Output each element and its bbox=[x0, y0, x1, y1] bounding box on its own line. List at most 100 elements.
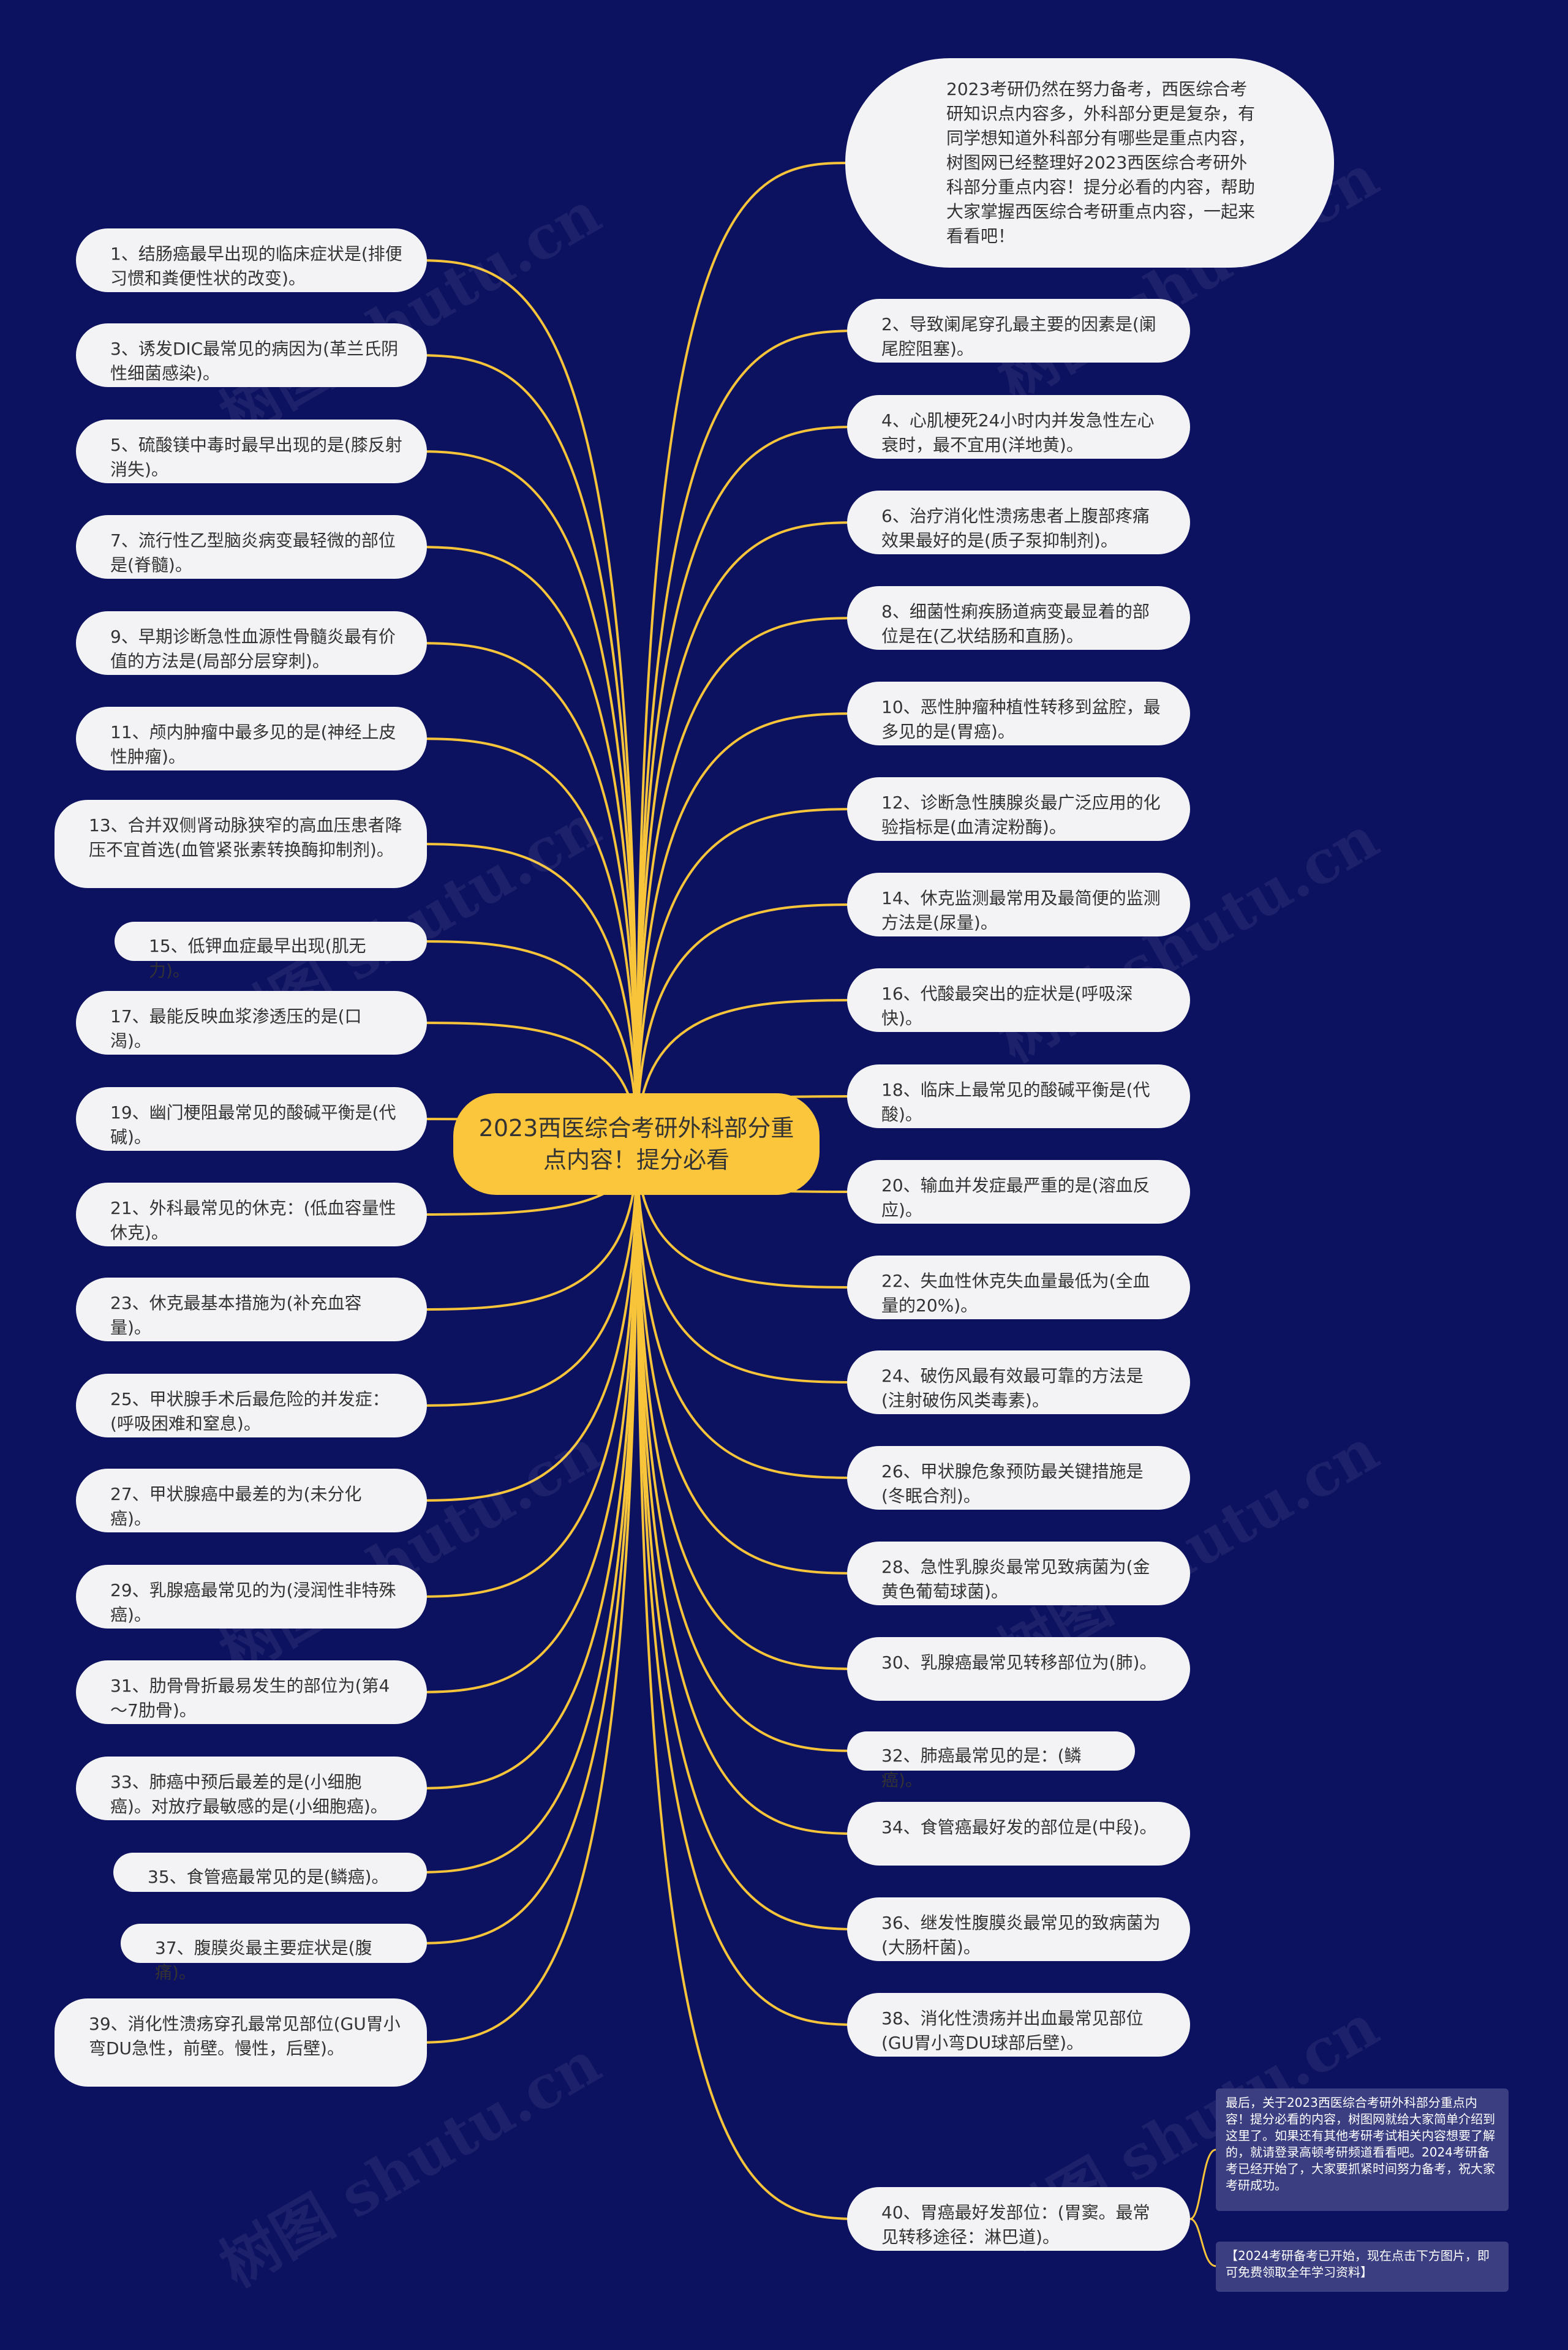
left-branch-item[interactable]: 5、硫酸镁中毒时最早出现的是(膝反射消失)。 bbox=[76, 420, 427, 483]
right-branch-item[interactable]: 28、急性乳腺炎最常见致病菌为(金黄色葡萄球菌)。 bbox=[847, 1542, 1190, 1605]
right-branch-item-text: 14、休克监测最常用及最简便的监测方法是(尿量)。 bbox=[881, 888, 1161, 933]
left-branch-item[interactable]: 21、外科最常见的休克：(低血容量性休克)。 bbox=[76, 1183, 427, 1246]
left-branch-item-text: 27、甲状腺癌中最差的为(未分化癌)。 bbox=[110, 1484, 362, 1529]
left-branch-item-text: 3、诱发DIC最常见的病因为(革兰氏阴性细菌感染)。 bbox=[110, 339, 399, 383]
left-connector bbox=[408, 259, 638, 1146]
left-branch-item[interactable]: 35、食管癌最常见的是(鳞癌)。 bbox=[113, 1853, 427, 1892]
left-branch-item-text: 1、结肠癌最早出现的临床症状是(排便习惯和粪便性状的改变)。 bbox=[110, 244, 402, 288]
right-branch-item-text: 24、破伤风最有效最可靠的方法是(注射破伤风类毒素)。 bbox=[881, 1366, 1144, 1410]
right-branch-item[interactable]: 22、失血性休克失血量最低为(全血量的20%)。 bbox=[847, 1256, 1190, 1319]
left-branch-item[interactable]: 17、最能反映血浆渗透压的是(口渴)。 bbox=[76, 991, 427, 1055]
right-branch-item-text: 20、输血并发症最严重的是(溶血反应)。 bbox=[881, 1175, 1150, 1220]
right-branch-item[interactable]: 16、代酸最突出的症状是(呼吸深快)。 bbox=[847, 968, 1190, 1032]
left-connector bbox=[408, 1145, 638, 1311]
right-branch-item-text: 10、恶性肿瘤种植性转移到盆腔，最多见的是(胃癌)。 bbox=[881, 697, 1161, 742]
right-branch-item-text: 4、心肌梗死24小时内并发急性左心衰时，最不宜用(洋地黄)。 bbox=[881, 410, 1155, 455]
right-branch-item-text: 36、继发性腹膜炎最常见的致病菌为(大肠杆菌)。 bbox=[881, 1913, 1161, 1957]
right-branch-item[interactable]: 40、胃癌最好发部位：(胃窦。最常见转移途径：淋巴道)。 bbox=[847, 2187, 1190, 2251]
left-connector bbox=[408, 1145, 638, 2044]
left-branch-item-text: 33、肺癌中预后最差的是(小细胞癌)。对放疗最敏感的是(小细胞癌)。 bbox=[110, 1772, 388, 1817]
left-branch-item[interactable]: 7、流行性乙型脑炎病变最轻微的部位是(脊髓)。 bbox=[76, 515, 427, 579]
left-branch-item[interactable]: 31、肋骨骨折最易发生的部位为(第4～7肋骨)。 bbox=[76, 1660, 427, 1724]
left-branch-item[interactable]: 3、诱发DIC最常见的病因为(革兰氏阴性细菌感染)。 bbox=[76, 323, 427, 387]
left-branch-item[interactable]: 29、乳腺癌最常见的为(浸润性非特殊癌)。 bbox=[76, 1565, 427, 1629]
right-connector bbox=[636, 330, 866, 1146]
left-branch-item[interactable]: 33、肺癌中预后最差的是(小细胞癌)。对放疗最敏感的是(小细胞癌)。 bbox=[76, 1757, 427, 1820]
central-topic-node[interactable]: 2023西医综合考研外科部分重点内容！提分必看 bbox=[453, 1093, 820, 1195]
left-connector bbox=[408, 1145, 638, 1407]
right-connector bbox=[636, 521, 866, 1146]
right-branch-item[interactable]: 38、消化性溃疡并出血最常见部位(GU胃小弯DU球部后壁)。 bbox=[847, 1993, 1190, 2057]
left-branch-item-text: 7、流行性乙型脑炎病变最轻微的部位是(脊髓)。 bbox=[110, 530, 396, 575]
right-branch-item[interactable]: 2、导致阑尾穿孔最主要的因素是(阑尾腔阻塞)。 bbox=[847, 299, 1190, 363]
left-connector bbox=[408, 354, 638, 1146]
right-connector bbox=[636, 712, 866, 1146]
right-branch-item-text: 6、治疗消化性溃疡患者上腹部疼痛效果最好的是(质子泵抑制剂)。 bbox=[881, 506, 1150, 551]
left-connector bbox=[408, 450, 638, 1146]
left-branch-item[interactable]: 15、低钾血症最早出现(肌无力)。 bbox=[115, 922, 427, 981]
right-branch-item[interactable]: 4、心肌梗死24小时内并发急性左心衰时，最不宜用(洋地黄)。 bbox=[847, 395, 1190, 459]
left-branch-item-text: 35、食管癌最常见的是(鳞癌)。 bbox=[148, 1867, 389, 1887]
right-branch-item[interactable]: 6、治疗消化性溃疡患者上腹部疼痛效果最好的是(质子泵抑制剂)。 bbox=[847, 491, 1190, 554]
right-branch-item-text: 22、失血性休克失血量最低为(全血量的20%)。 bbox=[881, 1271, 1150, 1316]
left-branch-item-text: 17、最能反映血浆渗透压的是(口渴)。 bbox=[110, 1006, 362, 1051]
right-branch-item[interactable]: 18、临床上最常见的酸碱平衡是(代酸)。 bbox=[847, 1064, 1190, 1128]
right-branch-item-text: 16、代酸最突出的症状是(呼吸深快)。 bbox=[881, 984, 1133, 1028]
left-branch-item-text: 9、早期诊断急性血源性骨髓炎最有价值的方法是(局部分层穿刺)。 bbox=[110, 627, 396, 671]
right-branch-item[interactable]: 14、休克监测最常用及最简便的监测方法是(尿量)。 bbox=[847, 873, 1190, 936]
right-branch-item[interactable]: 36、继发性腹膜炎最常见的致病菌为(大肠杆菌)。 bbox=[847, 1897, 1190, 1961]
right-branch-item[interactable]: 8、细菌性痢疾肠道病变最显着的部位是在(乙状结肠和直肠)。 bbox=[847, 586, 1190, 650]
right-branch-item-text: 18、临床上最常见的酸碱平衡是(代酸)。 bbox=[881, 1080, 1150, 1124]
right-connector bbox=[636, 1145, 866, 1930]
right-connector bbox=[636, 1145, 866, 1575]
left-branch-item[interactable]: 13、合并双侧肾动脉狭窄的高血压患者降压不宜首选(血管紧张素转换酶抑制剂)。 bbox=[55, 800, 427, 888]
left-branch-item[interactable]: 39、消化性溃疡穿孔最常见部位(GU胃小弯DU急性，前壁。慢性，后壁)。 bbox=[55, 1998, 427, 2087]
right-connector bbox=[636, 1145, 866, 1289]
left-branch-item-text: 39、消化性溃疡穿孔最常见部位(GU胃小弯DU急性，前壁。慢性，后壁)。 bbox=[89, 2014, 401, 2058]
right-branch-item[interactable]: 32、肺癌最常见的是：(鳞癌)。 bbox=[847, 1731, 1135, 1790]
right-branch-item-text: 8、细菌性痢疾肠道病变最显着的部位是在(乙状结肠和直肠)。 bbox=[881, 601, 1150, 646]
left-connector bbox=[408, 1145, 638, 1502]
right-branch-item-text: 26、甲状腺危象预防最关键措施是(冬眠合剂)。 bbox=[881, 1461, 1144, 1506]
left-branch-item[interactable]: 19、幽门梗阻最常见的酸碱平衡是(代碱)。 bbox=[76, 1087, 427, 1151]
left-branch-item[interactable]: 25、甲状腺手术后最危险的并发症：(呼吸困难和窒息)。 bbox=[76, 1374, 427, 1437]
right-connector bbox=[636, 1145, 866, 2026]
right-connector bbox=[636, 1145, 866, 1384]
left-branch-item[interactable]: 27、甲状腺癌中最差的为(未分化癌)。 bbox=[76, 1469, 427, 1532]
left-branch-item[interactable]: 23、休克最基本措施为(补充血容量)。 bbox=[76, 1278, 427, 1341]
right-branch-item[interactable]: 24、破伤风最有效最可靠的方法是(注射破伤风类毒素)。 bbox=[847, 1350, 1190, 1414]
right-branch-item[interactable]: 10、恶性肿瘤种植性转移到盆腔，最多见的是(胃癌)。 bbox=[847, 682, 1190, 745]
left-branch-item-text: 5、硫酸镁中毒时最早出现的是(膝反射消失)。 bbox=[110, 435, 402, 480]
right-branch-item[interactable]: 26、甲状腺危象预防最关键措施是(冬眠合剂)。 bbox=[847, 1446, 1190, 1510]
left-connector bbox=[408, 546, 638, 1146]
right-connector bbox=[636, 426, 866, 1146]
left-branch-item-text: 31、肋骨骨折最易发生的部位为(第4～7肋骨)。 bbox=[110, 1676, 390, 1720]
left-branch-item[interactable]: 9、早期诊断急性血源性骨髓炎最有价值的方法是(局部分层穿刺)。 bbox=[76, 611, 427, 675]
left-branch-item[interactable]: 37、腹膜炎最主要症状是(腹痛)。 bbox=[121, 1924, 427, 1983]
left-branch-item-text: 15、低钾血症最早出现(肌无力)。 bbox=[149, 936, 366, 981]
left-connector bbox=[408, 1145, 638, 1790]
left-connector bbox=[408, 843, 638, 1146]
right-branch-item[interactable]: 12、诊断急性胰腺炎最广泛应用的化验指标是(血清淀粉酶)。 bbox=[847, 777, 1190, 841]
left-branch-item-text: 11、颅内肿瘤中最多见的是(神经上皮性肿瘤)。 bbox=[110, 722, 396, 767]
right-connector bbox=[636, 1145, 866, 1752]
right-branch-item[interactable]: 30、乳腺癌最常见转移部位为(肺)。 bbox=[847, 1637, 1190, 1701]
left-branch-item[interactable]: 1、结肠癌最早出现的临床症状是(排便习惯和粪便性状的改变)。 bbox=[76, 228, 427, 292]
right-branch-item-text: 2、导致阑尾穿孔最主要的因素是(阑尾腔阻塞)。 bbox=[881, 314, 1156, 359]
right-branch-item-text: 34、食管癌最好发的部位是(中段)。 bbox=[881, 1817, 1157, 1837]
left-connector bbox=[408, 1145, 638, 1945]
right-branch-item-text: 40、胃癌最好发部位：(胃窦。最常见转移途径：淋巴道)。 bbox=[881, 2202, 1150, 2247]
right-branch-item[interactable]: 34、食管癌最好发的部位是(中段)。 bbox=[847, 1802, 1190, 1866]
left-branch-item-text: 37、腹膜炎最主要症状是(腹痛)。 bbox=[155, 1938, 372, 1983]
right-connector bbox=[636, 617, 866, 1146]
right-connector bbox=[636, 1145, 866, 2220]
right-connector bbox=[636, 903, 866, 1146]
left-branch-item-text: 13、合并双侧肾动脉狭窄的高血压患者降压不宜首选(血管紧张素转换酶抑制剂)。 bbox=[89, 815, 402, 860]
right-branch-item[interactable]: 20、输血并发症最严重的是(溶血反应)。 bbox=[847, 1160, 1190, 1224]
left-branch-item-text: 23、休克最基本措施为(补充血容量)。 bbox=[110, 1293, 362, 1338]
note-connector bbox=[1189, 2149, 1216, 2267]
intro-node[interactable]: 2023考研仍然在努力备考，西医综合考研知识点内容多，外科部分更是复杂，有同学想… bbox=[845, 58, 1334, 268]
promo-note-link[interactable]: 【2024考研备考已开始，现在点击下方图片，即可免费领取全年学习资料】 bbox=[1216, 2242, 1509, 2292]
left-branch-item[interactable]: 11、颅内肿瘤中最多见的是(神经上皮性肿瘤)。 bbox=[76, 707, 427, 770]
